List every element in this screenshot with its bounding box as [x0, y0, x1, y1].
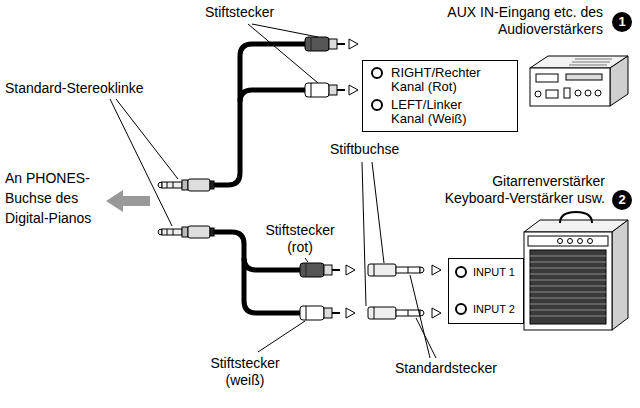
insert-arrow — [349, 39, 358, 49]
pin-jack-adapter — [368, 264, 424, 276]
callout-number: 1 — [612, 12, 632, 32]
insert-arrow — [346, 308, 355, 318]
part-label: Stiftbuchse — [330, 141, 430, 158]
stereo-phone-plug — [158, 179, 214, 191]
pin-plug — [300, 263, 340, 277]
cable — [214, 44, 305, 313]
callout-number: 2 — [612, 190, 632, 210]
part-label: Standard-Stereoklinke — [5, 80, 175, 97]
pin-plug — [305, 83, 345, 97]
connection-note: An PHONES-Buchse des Digital-Pianos — [5, 168, 105, 228]
part-label: Stiftstecker (weiß) — [200, 355, 290, 389]
direction-arrow — [106, 190, 150, 212]
stereo-phone-plug — [158, 226, 214, 238]
part-label: Standardstecker — [395, 360, 525, 377]
jack-name: INPUT 2 — [473, 303, 515, 316]
pin-plug — [300, 306, 340, 320]
insert-arrow — [346, 265, 355, 275]
callout-circle — [612, 12, 632, 32]
part-label: Stiftstecker (rot) — [255, 222, 345, 256]
insert-arrow — [432, 308, 441, 318]
pin-plug — [305, 37, 345, 51]
jack-name: LEFT/Linker Kanal (Weiß) — [391, 98, 491, 126]
insert-arrow — [349, 85, 358, 95]
device-label: AUX IN-Eingang etc. des Audioverstärkers — [438, 4, 603, 38]
jack-panel: RIGHT/Rechter Kanal (Rot) LEFT/Linker Kan… — [362, 60, 518, 132]
insert-arrow — [432, 265, 441, 275]
pin-jack-adapter — [368, 307, 424, 319]
input-panel: INPUT 1 INPUT 2 — [448, 258, 524, 324]
jack-name: INPUT 1 — [473, 266, 515, 279]
audio-amplifier — [530, 56, 628, 106]
device-label: Gitarrenverstärker Keyboard-Verstärker u… — [425, 173, 605, 207]
jack-name: RIGHT/Rechter Kanal (Rot) — [391, 66, 491, 94]
guitar-amplifier — [524, 212, 628, 330]
callout-circle — [612, 190, 632, 210]
part-label: Stiftstecker — [205, 4, 305, 21]
